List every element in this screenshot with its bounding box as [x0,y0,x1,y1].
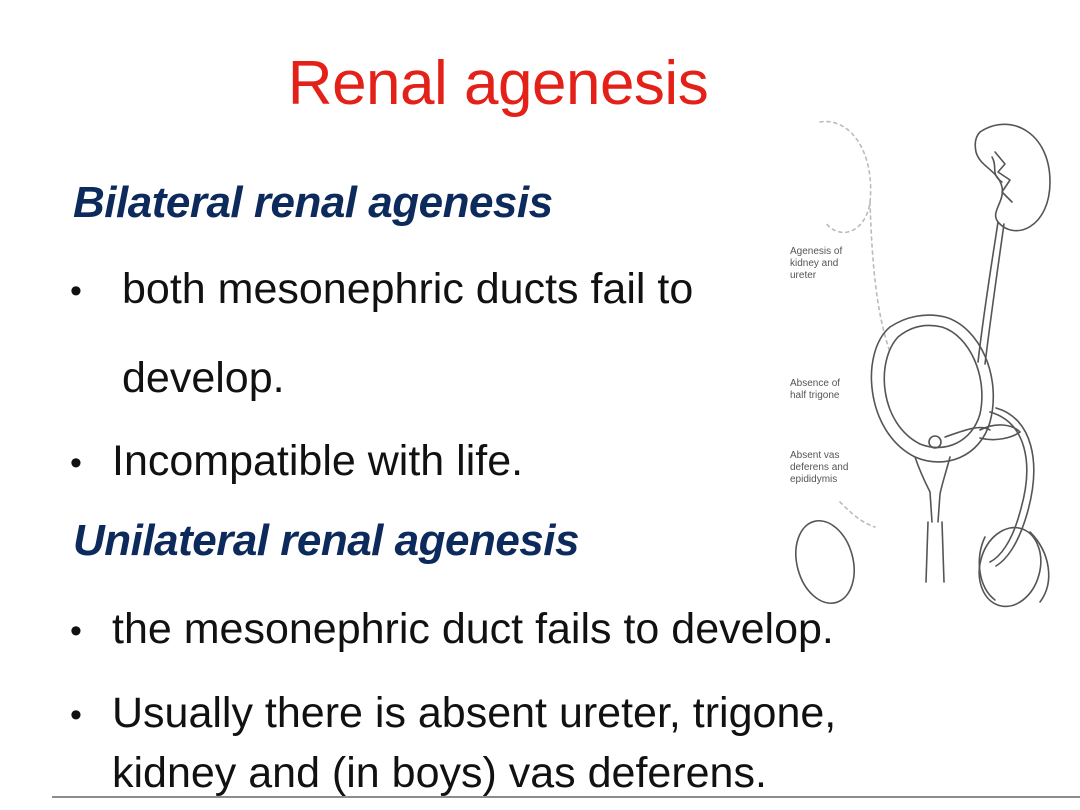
figure-label-agenesis: Agenesis of kidney and ureter [790,246,843,281]
bilateral-bullet-1-line-1: both mesonephric ducts fail to [122,265,694,313]
bilateral-bullet-2: Incompatible with life. [112,437,524,485]
figure-label-vas-deferens: Absent vas deferens and epididymis [790,450,849,485]
bullet-marker: • [70,612,82,650]
bilateral-heading: Bilateral renal agenesis [73,178,553,227]
unilateral-bullet-2-line-1: Usually there is absent ureter, trigone, [112,689,837,737]
bilateral-bullet-1-line-2: develop. [122,354,285,402]
figure-label-trigone: Absence of half trigone [790,378,841,401]
unilateral-heading: Unilateral renal agenesis [73,516,579,565]
bullet-marker: • [70,696,82,734]
unilateral-bullet-2-line-2: kidney and (in boys) vas deferens. [112,749,767,797]
unilateral-bullet-1: the mesonephric duct fails to develop. [112,605,834,653]
bullet-marker: • [70,444,82,482]
bullet-marker: • [70,272,82,310]
anatomy-illustration [795,120,1051,608]
slide-title: Renal agenesis [287,49,709,118]
footer-divider [52,796,1080,798]
